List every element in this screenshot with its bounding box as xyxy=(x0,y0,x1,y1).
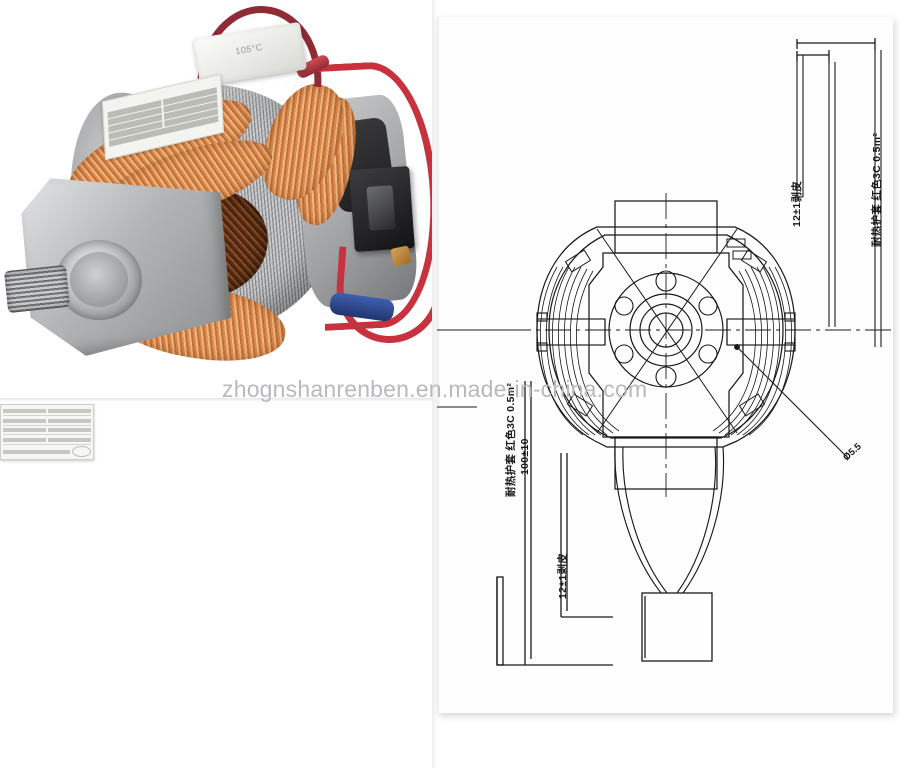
product-photo-motor-front[interactable]: 105°C xyxy=(0,404,432,768)
centre-lines xyxy=(465,193,893,497)
technical-drawing-panel[interactable]: 12±1剥皮 耐热护套 红色3C 0.5m² 耐热护套 红色3C 0.5m² 1… xyxy=(437,17,893,713)
terminal-block xyxy=(641,592,713,662)
product-photo-motor-angled[interactable]: 105°C xyxy=(0,0,432,398)
field-coil-hatch-right xyxy=(712,266,793,436)
lead-wire-pair-to-terminal xyxy=(614,446,725,594)
technical-drawing-canvas: 12±1剥皮 耐热护套 红色3C 0.5m² 耐热护套 红色3C 0.5m² 1… xyxy=(437,17,893,713)
nameplate-row xyxy=(3,407,91,416)
brush-holder-left xyxy=(536,312,606,352)
annotation-top-right-lead: 耐热护套 红色3C 0.5m² xyxy=(871,132,883,247)
rating-nameplate xyxy=(0,404,94,460)
left-edge-stubs xyxy=(437,329,525,408)
annotation-left-wire-strip: 12±1剥皮 xyxy=(557,552,569,599)
lead-wire-top-right xyxy=(796,50,882,347)
panel-divider-vertical xyxy=(432,0,437,768)
bearing-inner xyxy=(70,252,128,307)
brush-holder-right xyxy=(726,312,796,352)
panel-divider-horizontal xyxy=(0,398,432,401)
nameplate-row xyxy=(3,417,91,426)
field-coil-hatch-left xyxy=(539,266,620,436)
stator-fixtures xyxy=(564,238,768,417)
dimension-top-right xyxy=(796,38,876,62)
splined-output-shaft xyxy=(3,264,71,314)
annotation-top-right-wire-strip: 12±1剥皮 xyxy=(791,180,803,227)
dimension-left xyxy=(496,381,613,666)
section-diagonals xyxy=(596,228,738,434)
terminal-slot xyxy=(366,185,396,231)
nameplate-row-company xyxy=(3,446,91,457)
nameplate-row xyxy=(3,427,91,436)
nameplate-row xyxy=(3,436,91,445)
brass-terminal-tab xyxy=(390,245,412,267)
annotation-left-length: 100±10 xyxy=(519,438,531,475)
annotation-left-lead: 耐热护套 红色3C 0.5m² xyxy=(505,382,517,497)
diameter-callout-leader xyxy=(734,344,850,460)
